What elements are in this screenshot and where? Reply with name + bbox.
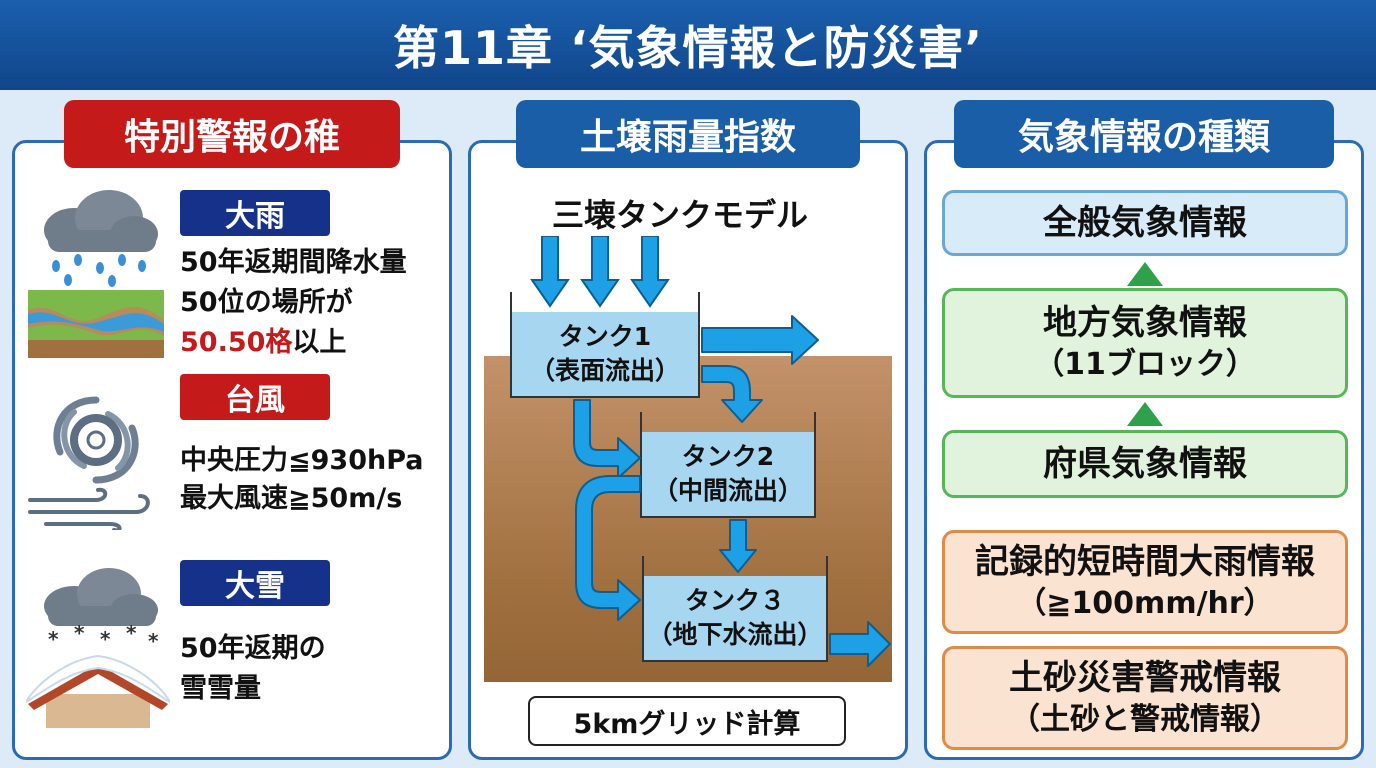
tank3-name: タンク３ — [684, 586, 785, 615]
heavy-rain-line1: 50年返期間降水量 — [180, 247, 407, 278]
tank2-wall — [640, 412, 816, 432]
heavy-rain-line2: 50位の場所が — [180, 287, 353, 318]
svg-text:*: * — [48, 627, 59, 651]
rain-cloud-icon — [44, 190, 158, 287]
tank1: タンク1 （表面流出） — [510, 312, 700, 398]
tank1-name: タンク1 — [558, 322, 652, 351]
general-weather-info: 全般気象情報 — [1043, 203, 1247, 243]
river-icon — [28, 290, 164, 358]
flow-arrow-icon — [573, 315, 891, 667]
tank2-desc: （中間流出） — [652, 476, 803, 505]
heavy-snow-line2: 雪雪量 — [180, 673, 261, 704]
tank2: タンク2 （中間流出） — [640, 432, 816, 518]
svg-text:*: * — [100, 627, 111, 651]
record-rain-info-sub: （≧100mm/hr） — [1016, 586, 1274, 621]
snow-cloud-icon: * * * * * — [44, 568, 159, 653]
special-warning-heading: 特別警報の稚 — [64, 100, 400, 168]
page-title: 第11章 ‘気象情報と防災害’ — [393, 21, 983, 75]
tank-model-title: 三壊タンクモデル — [552, 196, 809, 234]
prefectural-weather-info-box: 府県気象情報 — [942, 430, 1348, 498]
heavy-rain-threshold: 50.50格 — [180, 327, 293, 358]
heavy-rain-threshold-suffix: 以上 — [292, 327, 347, 358]
up-triangle-icon — [1127, 262, 1163, 286]
svg-text:*: * — [148, 629, 159, 653]
heavy-rain-line3: 50.50格以上 — [180, 324, 346, 362]
down-arrow-icon — [530, 236, 670, 308]
up-triangle-icon — [1127, 402, 1163, 426]
prefectural-weather-info: 府県気象情報 — [1043, 444, 1247, 484]
tank3: タンク３ （地下水流出） — [642, 576, 828, 662]
svg-text:*: * — [126, 621, 137, 645]
tank1-desc: （表面流出） — [529, 356, 680, 385]
tank1-wall — [510, 292, 700, 312]
typhoon-line1: 中央圧力≦930hPa — [180, 445, 424, 476]
heavy-snow-tag: 大雪 — [180, 560, 330, 606]
tank2-name: タンク2 — [681, 442, 775, 471]
weather-info-types-heading: 気象情報の種類 — [954, 100, 1334, 168]
snow-roof-icon — [26, 654, 170, 728]
grid-calculation-box: 5kmグリッド計算 — [528, 696, 846, 746]
svg-text:*: * — [74, 621, 85, 645]
heavy-rain-tag: 大雨 — [180, 190, 330, 236]
regional-weather-info-box: 地方気象情報 （11ブロック） — [942, 288, 1348, 398]
record-rain-info-box: 記録的短時間大雨情報 （≧100mm/hr） — [942, 530, 1348, 634]
heavy-snow-line1: 50年返期の — [180, 633, 326, 664]
tank3-desc: （地下水流出） — [647, 620, 823, 649]
wind-icon — [28, 487, 150, 530]
title-bar: 第11章 ‘気象情報と防災害’ — [0, 0, 1376, 90]
landslide-warning-info-sub: （土砂と警戒情報） — [1010, 702, 1280, 737]
regional-weather-info: 地方気象情報 — [1043, 303, 1247, 343]
landslide-warning-info-box: 土砂災害警戒情報 （土砂と警戒情報） — [942, 646, 1348, 750]
typhoon-icon — [53, 396, 139, 484]
regional-weather-info-sub: （11ブロック） — [1034, 347, 1256, 382]
soil-rain-index-heading: 土壌雨量指数 — [516, 100, 860, 168]
typhoon-tag: 台風 — [180, 374, 330, 420]
general-weather-info-box: 全般気象情報 — [942, 190, 1348, 256]
typhoon-line2: 最大風速≧50m/s — [180, 483, 403, 514]
landslide-warning-info: 土砂災害警戒情報 — [1009, 658, 1281, 698]
tank3-wall — [642, 556, 828, 576]
record-rain-info: 記録的短時間大雨情報 — [975, 542, 1315, 582]
